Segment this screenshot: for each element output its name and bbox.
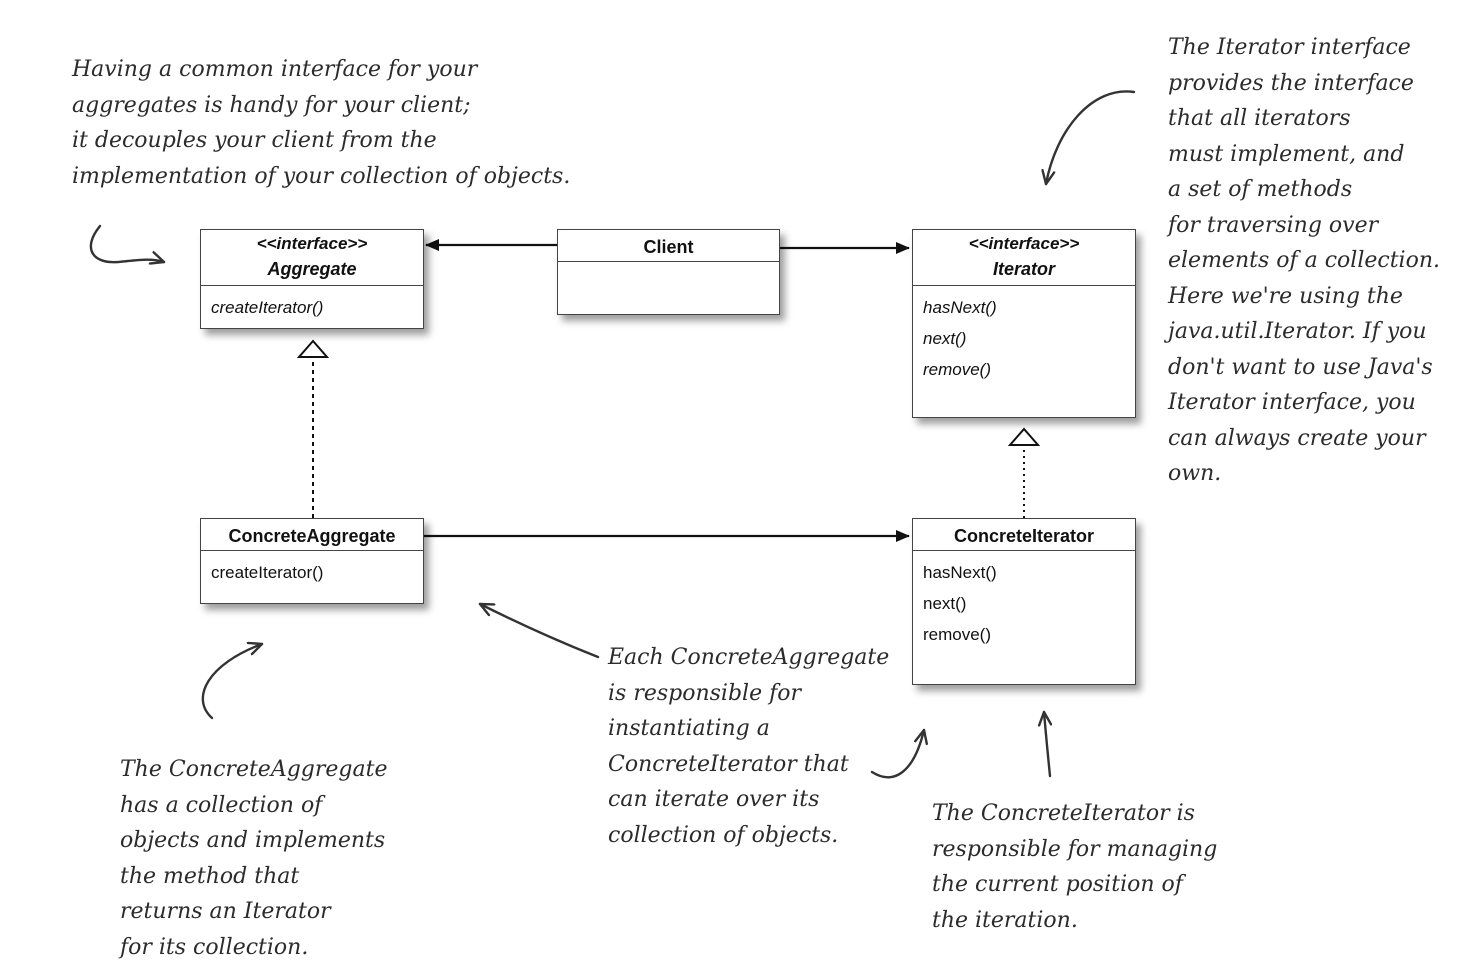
- concreteaggregate-responsibility-note-line: ConcreteIterator that: [608, 751, 849, 777]
- concreteaggregate-collection-note-line: for its collection.: [120, 934, 309, 960]
- iterator-methods: hasNext() next() remove(): [913, 286, 1135, 385]
- concreteaggregate-responsibility-note-line: is responsible for: [608, 680, 802, 706]
- concreteiterator-note-line: the current position of: [932, 872, 1183, 897]
- client-class-header: Client: [558, 230, 779, 262]
- iterator-note-line: provides the interface: [1168, 70, 1414, 96]
- iterator-note-line: own.: [1168, 461, 1222, 486]
- concreteaggregate-collection-note: The ConcreteAggregate has a collection o…: [120, 752, 387, 965]
- concreteaggregate-class-header: ConcreteAggregate: [201, 519, 423, 551]
- concreteaggregate-responsibility-note-line: collection of objects.: [608, 822, 839, 848]
- aggregate-class-header: <<interface>> Aggregate: [201, 230, 423, 286]
- iterator-method-next: next(): [923, 329, 967, 348]
- concreteaggregate-class-name: ConcreteAggregate: [228, 526, 396, 546]
- concreteiterator-note-line: responsible for managing: [932, 836, 1218, 862]
- aggregate-methods: createIterator(): [201, 286, 423, 323]
- iterator-class-name: Iterator: [992, 259, 1055, 279]
- iterator-stereotype: <<interface>>: [968, 234, 1080, 253]
- aggregate-class-box: <<interface>> Aggregate createIterator(): [200, 229, 424, 329]
- iterator-note-line: Iterator interface, you: [1168, 390, 1416, 415]
- iterator-note-line: a set of methods: [1168, 177, 1353, 202]
- note-arrow-to-concreteiterator-from-below: [1044, 710, 1050, 778]
- concreteaggregate-methods: createIterator(): [201, 551, 423, 588]
- note-arrow-to-concreteaggregate-from-below: [201, 644, 264, 720]
- aggregate-class-name: Aggregate: [267, 259, 357, 279]
- concreteiterator-method-remove: remove(): [923, 625, 992, 644]
- note-arrow-to-concreteiterator-from-left: [870, 728, 924, 779]
- iterator-note-line: java.util.Iterator. If you: [1168, 319, 1427, 344]
- iterator-note-line: Here we're using the: [1168, 283, 1403, 309]
- iterator-note-line: that all iterators: [1168, 106, 1351, 131]
- concreteaggregate-responsibility-note-line: can iterate over its: [608, 787, 820, 812]
- concreteiterator-note-line: The ConcreteIterator is: [932, 801, 1195, 826]
- concreteiterator-method-hasnext: hasNext(): [923, 563, 997, 582]
- iterator-method-remove: remove(): [923, 360, 992, 379]
- aggregate-note-line: it decouples your client from the: [72, 128, 437, 153]
- iterator-method-hasnext: hasNext(): [923, 298, 997, 317]
- iterator-realization-triangle: [1007, 427, 1041, 446]
- aggregate-note-line: Having a common interface for your: [72, 57, 478, 82]
- iterator-note-line: for traversing over: [1168, 212, 1379, 238]
- iterator-note-line: elements of a collection.: [1168, 248, 1441, 273]
- concreteaggregate-collection-note-line: the method that: [120, 863, 300, 889]
- concreteiterator-methods: hasNext() next() remove(): [913, 551, 1135, 650]
- concreteiterator-class-box: ConcreteIterator hasNext() next() remove…: [912, 518, 1136, 685]
- concreteiterator-class-name: ConcreteIterator: [953, 526, 1095, 546]
- iterator-note-line: can always create your: [1168, 425, 1426, 451]
- concreteaggregate-responsibility-note-line: Each ConcreteAggregate: [608, 645, 890, 670]
- concreteiterator-method-next: next(): [923, 594, 967, 613]
- aggregate-note-line: aggregates is handy for your client;: [72, 92, 471, 118]
- aggregate-stereotype: <<interface>>: [256, 234, 368, 253]
- iterator-note: The Iterator interface provides the inte…: [1168, 30, 1440, 492]
- aggregate-note-line: implementation of your collection of obj…: [72, 163, 571, 189]
- concreteaggregate-collection-note-line: The ConcreteAggregate: [120, 757, 388, 782]
- aggregate-method-createiterator: createIterator(): [211, 298, 324, 317]
- aggregate-realization-triangle: [296, 339, 330, 358]
- concreteiterator-note-line: the iteration.: [932, 907, 1078, 933]
- client-class-name: Client: [643, 237, 694, 257]
- iterator-note-line: The Iterator interface: [1168, 35, 1411, 60]
- aggregate-note: Having a common interface for your aggre…: [72, 52, 570, 194]
- concreteiterator-class-header: ConcreteIterator: [913, 519, 1135, 551]
- concreteaggregate-responsibility-note-line: instantiating a: [608, 716, 770, 741]
- concreteaggregate-responsibility-note: Each ConcreteAggregate is responsible fo…: [608, 640, 889, 853]
- client-class-box: Client: [557, 229, 780, 315]
- note-arrow-to-iterator: [1046, 90, 1136, 186]
- iterator-class-header: <<interface>> Iterator: [913, 230, 1135, 286]
- note-arrow-to-concreteaggregate-from-right: [478, 602, 600, 659]
- concreteaggregate-collection-note-line: returns an Iterator: [120, 899, 331, 924]
- iterator-note-line: don't want to use Java's: [1168, 354, 1433, 380]
- concreteaggregate-collection-note-line: has a collection of: [120, 792, 323, 818]
- concreteaggregate-method-createiterator: createIterator(): [211, 563, 324, 582]
- iterator-note-line: must implement, and: [1168, 141, 1405, 167]
- concreteaggregate-collection-note-line: objects and implements: [120, 828, 386, 853]
- concreteaggregate-class-box: ConcreteAggregate createIterator(): [200, 518, 424, 604]
- concreteiterator-note: The ConcreteIterator is responsible for …: [932, 796, 1217, 938]
- iterator-class-box: <<interface>> Iterator hasNext() next() …: [912, 229, 1136, 418]
- note-arrow-to-aggregate: [89, 224, 166, 262]
